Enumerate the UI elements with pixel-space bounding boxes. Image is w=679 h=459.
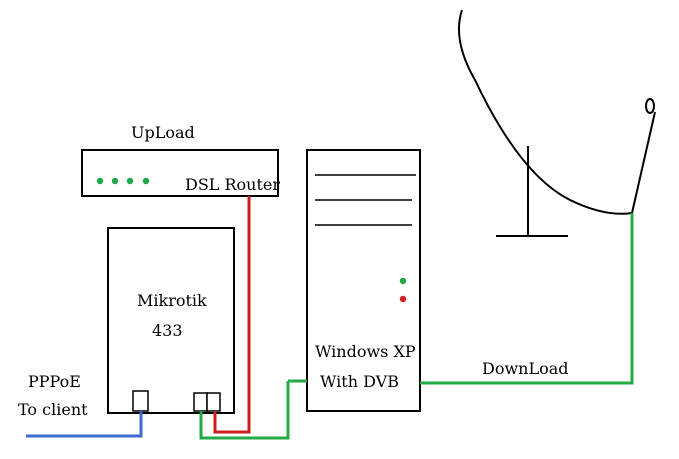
to-client-label: To client	[18, 400, 88, 419]
upload-label: UpLoad	[131, 123, 195, 142]
satellite-dish	[458, 9, 656, 237]
mikrotik-port	[193, 392, 208, 412]
pc-tower: Windows XP With DVB	[306, 149, 421, 412]
mikrotik-router: Mikrotik 433	[107, 227, 235, 414]
client-cable	[26, 411, 143, 438]
mikrotik-port	[132, 390, 149, 412]
pppoe-label: PPPoE	[28, 372, 81, 391]
pc-led-red	[399, 295, 407, 303]
router-led	[142, 177, 150, 185]
dsl-router-label: DSL Router	[185, 175, 280, 194]
pc-led-green	[399, 277, 407, 285]
upload-cable	[213, 196, 251, 434]
download-label: DownLoad	[482, 359, 569, 378]
router-led	[111, 177, 119, 185]
pc-os-label: Windows XP	[315, 342, 416, 361]
pc-dvb-label: With DVB	[320, 372, 399, 391]
mikrotik-port	[206, 392, 221, 412]
downlink-cable-pc-to-mikrotik	[199, 381, 290, 440]
download-cable	[420, 213, 634, 385]
router-led	[96, 177, 104, 185]
router-led	[126, 177, 134, 185]
mikrotik-model-label: 433	[152, 321, 183, 340]
dsl-router: DSL Router	[81, 149, 280, 197]
mikrotik-label: Mikrotik	[137, 291, 207, 310]
